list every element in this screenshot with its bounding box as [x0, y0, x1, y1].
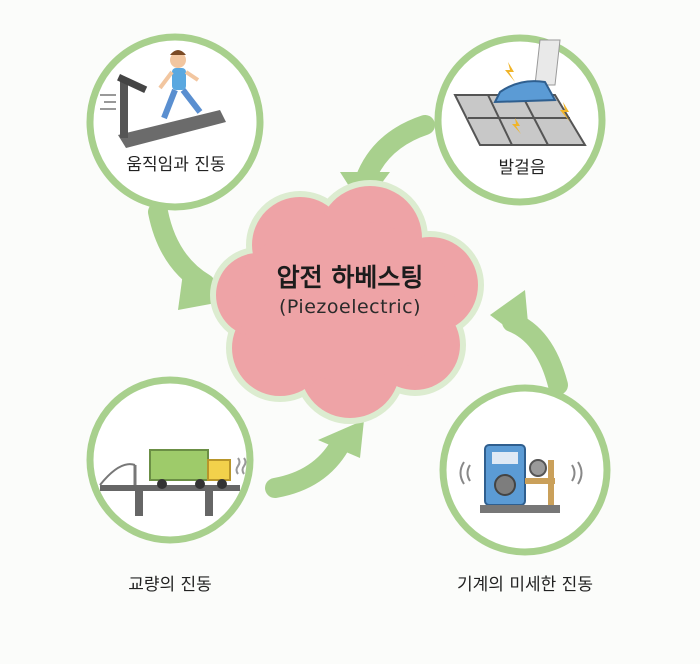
center-cloud [210, 180, 484, 424]
source-label-footstep: 발걸음 [498, 158, 546, 178]
source-circle-treadmill [86, 33, 264, 211]
bridge-truck-icon [99, 449, 247, 516]
source-label-machine: 기계의 미세한 진동 [457, 575, 593, 595]
source-label-movement: 움직임과 진동 [126, 155, 226, 175]
treadmill-runner-icon [100, 50, 226, 148]
source-label-bridge: 교량의 진동 [128, 575, 212, 595]
arrow-bottom-right-to-center [490, 290, 568, 395]
source-circle-bridge [86, 376, 254, 544]
center-subtitle: (Piezoelectric) [278, 296, 422, 318]
footstep-tile-icon [453, 39, 587, 146]
center-title: 압전 하베스팅 [276, 263, 424, 292]
source-circle-machine [439, 384, 611, 556]
source-circle-footstep [434, 34, 606, 206]
vibrating-machine-icon [459, 444, 583, 513]
arrow-bottom-left-to-center [265, 420, 364, 498]
